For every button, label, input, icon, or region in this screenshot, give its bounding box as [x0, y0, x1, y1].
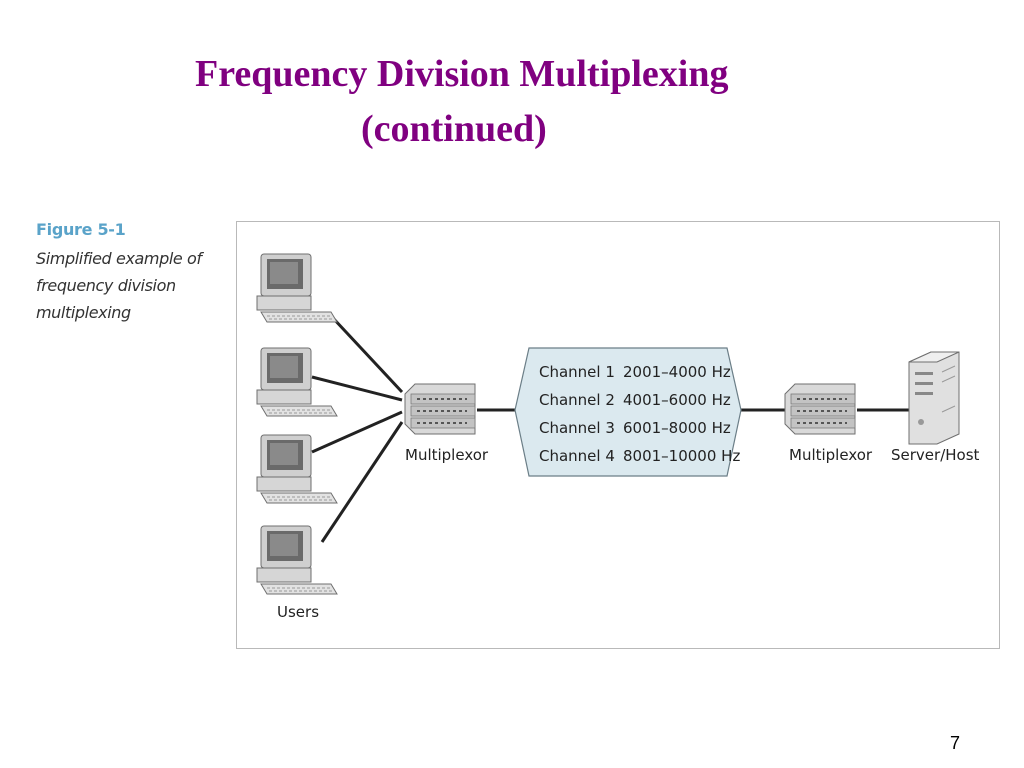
user-computer-1 — [256, 253, 338, 323]
channel-2-name: Channel 2 — [539, 391, 615, 409]
figure-caption: Figure 5-1 Simplified example of frequen… — [36, 220, 226, 326]
page-number: 7 — [950, 733, 961, 753]
user-4-line — [320, 421, 404, 543]
figure-number: Figure 5-1 — [36, 220, 126, 239]
user-1-line — [330, 315, 404, 394]
fdm-diagram-canvas: Users Multiplexor Channel 1 2001–4000 Hz… — [256, 253, 980, 621]
server-host-icon — [908, 351, 960, 445]
user-computer-2 — [256, 347, 338, 417]
connection-lines — [311, 315, 909, 543]
channel-box — [514, 347, 742, 477]
channel-4-range: 8001–10000 Hz — [623, 447, 740, 465]
slide-title-line-1: Frequency Division Multiplexing — [195, 53, 729, 95]
fdm-diagram: Users Multiplexor Channel 1 2001–4000 Hz… — [236, 221, 1000, 649]
figure-description: Simplified example of frequency division… — [36, 249, 202, 322]
users-label: Users — [277, 603, 319, 621]
right-multiplexor-label: Multiplexor — [789, 446, 873, 464]
server-host-label: Server/Host — [891, 446, 980, 464]
channel-3-range: 6001–8000 Hz — [623, 419, 731, 437]
user-2-line — [311, 375, 403, 402]
channel-1-range: 2001–4000 Hz — [623, 363, 731, 381]
user-3-line — [311, 410, 403, 454]
channel-list: Channel 1 2001–4000 Hz Channel 2 4001–60… — [539, 363, 740, 465]
channel-2-range: 4001–6000 Hz — [623, 391, 731, 409]
right-multiplexor — [784, 383, 856, 435]
channel-3-name: Channel 3 — [539, 419, 615, 437]
left-multiplexor-label: Multiplexor — [405, 446, 489, 464]
channel-4-name: Channel 4 — [539, 447, 615, 465]
channel-1-name: Channel 1 — [539, 363, 615, 381]
left-multiplexor — [404, 383, 476, 435]
slide-title-line-2: (continued) — [361, 108, 547, 150]
